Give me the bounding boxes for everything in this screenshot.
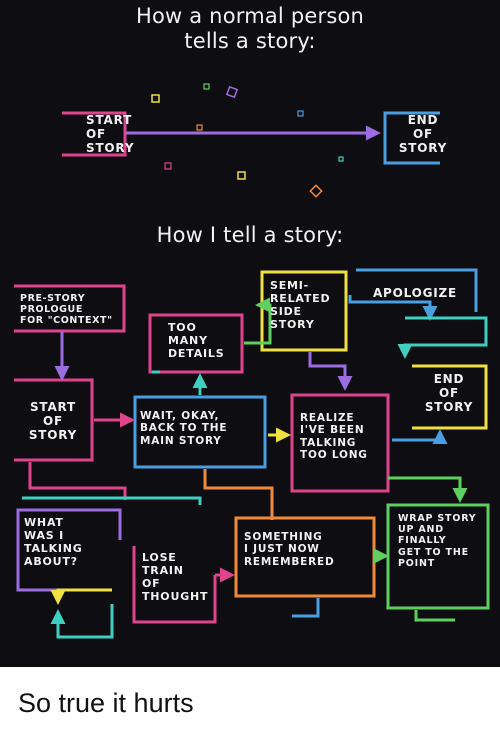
my-title: How I tell a story:: [156, 223, 344, 247]
something-label: SOMETHING I JUST NOW REMEMBERED: [244, 531, 335, 568]
arrow-side-to-realize: [308, 352, 353, 391]
realize-label: REALIZE I'VE BEEN TALKING TOO LONG: [300, 412, 368, 462]
arrow-realize-to-end: [392, 429, 448, 444]
connector-something-bottom: [292, 598, 320, 618]
normal-title: How a normal person tells a story:: [135, 4, 365, 53]
doodle-square: [309, 184, 323, 198]
doodle-square: [225, 85, 239, 99]
start-label: START OF STORY: [28, 400, 78, 443]
wait-okay-label: WAIT, OKAY, BACK TO THE MAIN STORY: [140, 410, 228, 447]
doodle-square: [237, 171, 246, 180]
too-many-box: [148, 313, 244, 374]
doodle-square: [151, 94, 160, 103]
lose-train-box: [132, 546, 217, 624]
connector-start-down: [28, 462, 127, 500]
connector-wrap-bottom: [414, 610, 455, 622]
end-box: [412, 364, 488, 430]
connector-teal: [22, 496, 202, 505]
normal-start-label: START OF STORY: [86, 113, 135, 156]
what-was-label: WHAT WAS I TALKING ABOUT?: [24, 516, 83, 568]
lose-train-label: LOSE TRAIN OF THOUGHT: [142, 551, 209, 603]
comic-panel: How a normal person tells a story: START…: [0, 0, 500, 667]
doodle-square: [203, 83, 210, 90]
arrow-details-to-side: [244, 297, 272, 345]
doodle-square: [297, 110, 304, 117]
flowchart-lines: [14, 83, 490, 639]
wrap-story-label: WRAP STORY UP AND FINALLY GET TO THE POI…: [398, 513, 477, 569]
normal-end-box: [383, 111, 440, 165]
doodle-square: [196, 124, 203, 131]
semi-related-label: SEMI- RELATED SIDE STORY: [270, 279, 331, 331]
doodle-square: [164, 162, 172, 170]
arrow-what-was-loop: [50, 588, 112, 605]
doodle-square: [338, 156, 344, 162]
end-label: END OF STORY: [424, 372, 474, 415]
connector-wait-down: [203, 469, 274, 520]
apologize-label: APOLOGIZE: [372, 286, 458, 300]
pre-story-label: PRE-STORY PROLOGUE FOR "CONTEXT": [20, 293, 113, 327]
too-many-label: TOO MANY DETAILS: [168, 321, 225, 360]
arrow-to-end: [397, 316, 488, 359]
wait-okay-box: [133, 395, 267, 469]
arrow-realize-to-wrap: [388, 476, 468, 503]
connector-purple: [96, 508, 122, 540]
apologize-box: [356, 268, 478, 312]
start-box: [14, 378, 94, 462]
arrow-apologize: [348, 295, 438, 321]
my-story-diagram: [14, 268, 490, 639]
caption-text: So true it hurts: [18, 688, 194, 718]
realize-box: [290, 393, 390, 493]
normal-story-diagram: [62, 83, 440, 198]
arrow-lose-train-to-what: [50, 604, 114, 639]
normal-end-label: END OF STORY: [398, 113, 448, 156]
pre-story-box: [14, 284, 126, 333]
